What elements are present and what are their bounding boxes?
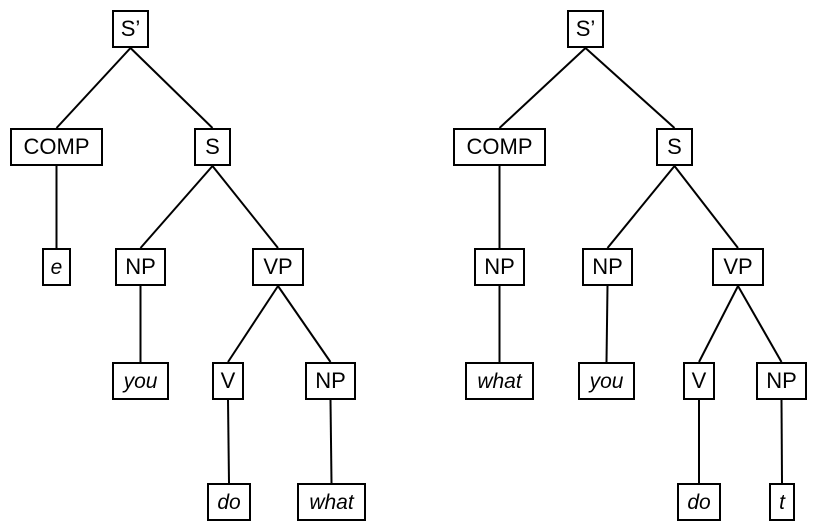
tree-leaf-you: you (112, 362, 169, 400)
tree-node-np: NP (115, 248, 166, 286)
tree-leaf-what: what (297, 483, 366, 521)
tree-node-s: S (194, 128, 231, 166)
tree-leaf-e: e (42, 248, 71, 286)
tree-edge (329, 399, 333, 484)
tree-edge (139, 165, 214, 249)
tree-edge (129, 47, 214, 129)
tree-edge (498, 47, 587, 129)
tree-edge (55, 47, 132, 129)
tree-leaf-t: t (769, 483, 795, 521)
tree-edge (211, 165, 279, 249)
tree-edge (780, 399, 783, 484)
tree-edge (584, 47, 676, 129)
tree-node-sbar: S’ (567, 10, 604, 48)
tree-edge (227, 285, 279, 363)
tree-leaf-do: do (677, 483, 721, 521)
tree-edge (605, 285, 609, 363)
tree-edge (227, 399, 230, 484)
tree-node-comp: COMP (453, 128, 546, 166)
tree-edge (606, 165, 676, 249)
tree-node-comp: COMP (10, 128, 103, 166)
tree-node-v: V (683, 362, 715, 400)
tree-node-sbar: S’ (112, 10, 149, 48)
tree-edge (673, 165, 739, 249)
tree-node-np: NP (756, 362, 807, 400)
tree-node-np: NP (474, 248, 525, 286)
tree-leaf-you: you (578, 362, 635, 400)
tree-leaf-what: what (465, 362, 534, 400)
tree-edge (277, 285, 332, 363)
tree-edge (737, 285, 783, 363)
tree-leaf-do: do (207, 483, 251, 521)
tree-node-np: NP (582, 248, 633, 286)
tree-node-v: V (212, 362, 244, 400)
tree-node-np: NP (305, 362, 356, 400)
tree-node-s: S (656, 128, 693, 166)
tree-node-vp: VP (712, 248, 764, 286)
tree-edge (698, 285, 739, 363)
tree-node-vp: VP (252, 248, 304, 286)
